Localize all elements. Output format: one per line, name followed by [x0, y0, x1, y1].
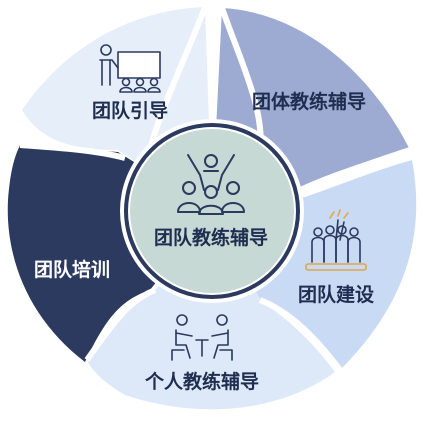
- presentation-icon: [99, 44, 161, 93]
- segment-label-group-coaching: 团体教练辅导: [252, 90, 366, 113]
- team-group-icon: [177, 154, 245, 215]
- segment-label-individual-coaching: 个人教练辅导: [144, 370, 259, 393]
- one-on-one-icon: [171, 314, 233, 361]
- segment-label-team-training: 团队培训: [34, 258, 110, 281]
- center-disc: [130, 129, 294, 293]
- segment-individual-coaching: [87, 211, 335, 410]
- segment-label-team-facilitation: 团队引导: [92, 99, 168, 122]
- segment-label-team-building: 团队建设: [298, 283, 374, 306]
- center-label: 团队教练辅导: [154, 226, 268, 249]
- team-celebration-icon: [305, 209, 367, 271]
- center-ring: [124, 123, 300, 299]
